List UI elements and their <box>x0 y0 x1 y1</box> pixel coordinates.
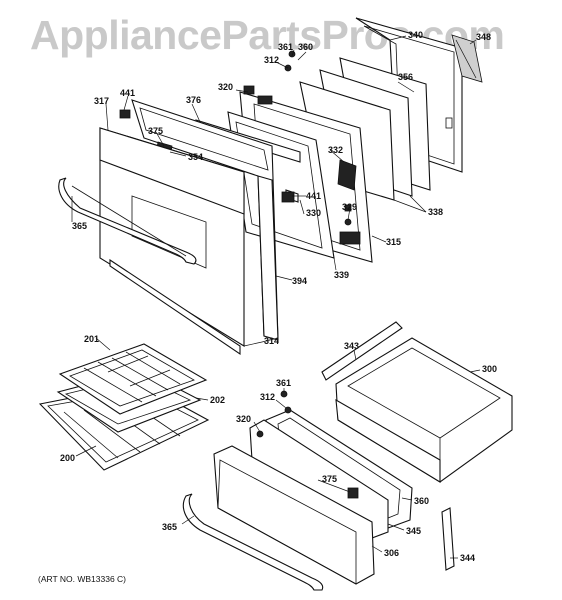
label-441-top: 441 <box>120 88 135 98</box>
drawer-rail-343 <box>321 321 403 381</box>
label-360-bot: 360 <box>414 496 429 506</box>
label-360-top: 360 <box>298 42 313 52</box>
label-312-top: 312 <box>264 55 279 65</box>
broiler-grid-201 <box>58 343 208 415</box>
label-339: 339 <box>334 270 349 280</box>
label-394: 394 <box>292 276 307 286</box>
label-338: 338 <box>428 207 443 217</box>
leader-lines <box>71 35 481 559</box>
label-343: 343 <box>344 341 359 351</box>
label-312-bot: 312 <box>260 392 275 402</box>
label-361-top: 361 <box>278 42 293 52</box>
label-202: 202 <box>210 395 225 405</box>
label-200: 200 <box>60 453 75 463</box>
art-number: (ART NO. WB13336 C) <box>38 574 127 584</box>
drawer-front-306 <box>213 445 375 585</box>
label-376: 376 <box>186 95 201 105</box>
label-361-bot: 361 <box>276 378 291 388</box>
label-306: 306 <box>384 548 399 558</box>
label-329: 329 <box>342 202 357 212</box>
label-344: 344 <box>460 553 475 563</box>
label-375-top: 375 <box>148 126 163 136</box>
hardware-bottom <box>256 390 292 438</box>
door-handle-365 <box>58 177 197 265</box>
part-labels: 340 348 361 360 312 356 320 441 317 376 … <box>60 30 497 563</box>
label-375-bot: 375 <box>322 474 337 484</box>
label-315: 315 <box>386 237 401 247</box>
door-gasket-348 <box>451 34 483 83</box>
label-345: 345 <box>406 526 421 536</box>
label-320-bot: 320 <box>236 414 251 424</box>
label-365-bot: 365 <box>162 522 177 532</box>
label-348: 348 <box>476 32 491 42</box>
door-outer-317 <box>99 127 245 356</box>
label-441-mid: 441 <box>306 191 321 201</box>
drawer-body-300 <box>335 337 513 483</box>
label-356: 356 <box>398 72 413 82</box>
label-300: 300 <box>482 364 497 374</box>
label-314: 314 <box>264 336 279 346</box>
drawer-slide-344 <box>441 507 455 571</box>
label-330: 330 <box>306 208 321 218</box>
label-340: 340 <box>408 30 423 40</box>
label-320-top: 320 <box>218 82 233 92</box>
label-332: 332 <box>328 145 343 155</box>
label-365-top: 365 <box>72 221 87 231</box>
label-201: 201 <box>84 334 99 344</box>
drawer-handle-365 <box>182 493 324 591</box>
label-354: 354 <box>188 152 203 162</box>
hardware-top <box>119 50 352 226</box>
label-317: 317 <box>94 96 109 106</box>
